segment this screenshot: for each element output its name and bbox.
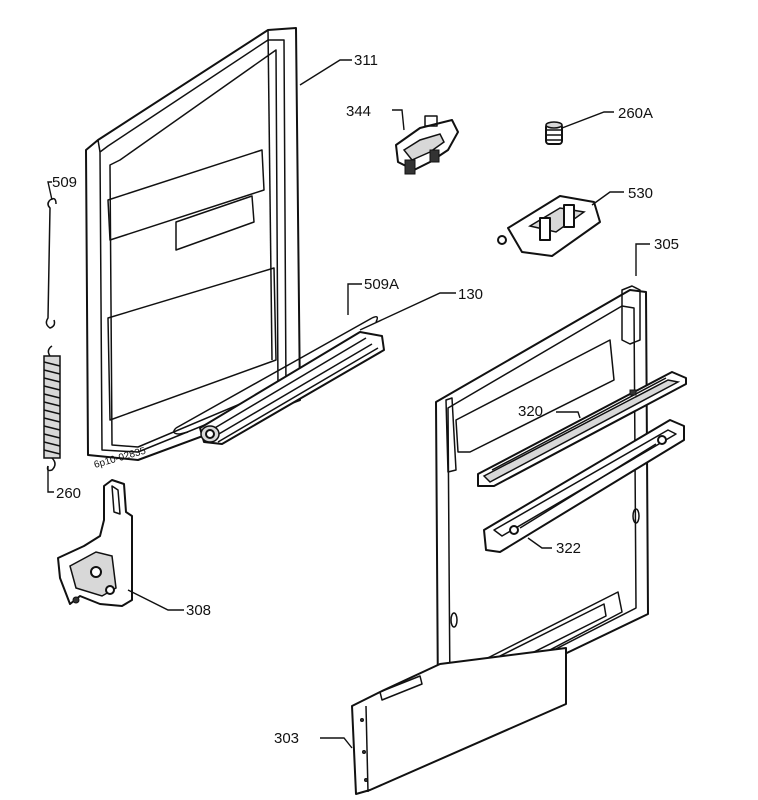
part-260a-bush [545, 121, 563, 145]
leader-lines [47, 59, 650, 749]
leader-308 [127, 589, 184, 611]
part-labels: 311 344 260A 530 305 509 509A 130 320 32… [52, 52, 679, 747]
leader-344 [392, 109, 405, 131]
part-320-rail [477, 371, 687, 487]
part-308-hinge [57, 479, 133, 607]
label-260: 260 [56, 485, 81, 502]
part-344-latch [395, 115, 459, 175]
leader-260a [561, 111, 614, 129]
label-344: 344 [346, 103, 371, 120]
label-305: 305 [654, 236, 679, 253]
leader-530 [591, 191, 624, 206]
label-311: 311 [354, 52, 378, 69]
part-530-bracket [497, 195, 601, 257]
leader-311 [299, 59, 352, 86]
part-322-rail [483, 419, 685, 553]
label-530: 530 [628, 185, 653, 202]
part-260-spring [43, 345, 61, 472]
part-130-profile [199, 331, 385, 445]
leader-509 [47, 181, 53, 201]
part-303-kickplate [351, 647, 567, 795]
leader-130 [359, 292, 456, 331]
part-509-hook [45, 197, 57, 329]
leader-303 [320, 737, 353, 749]
label-308: 308 [186, 602, 211, 619]
label-320: 320 [518, 403, 543, 420]
part-509a-rod [173, 315, 379, 435]
leader-260 [47, 466, 54, 493]
label-303: 303 [274, 730, 299, 747]
leader-509a [347, 283, 362, 315]
leader-322 [527, 537, 552, 549]
label-130: 130 [458, 286, 483, 303]
label-322: 322 [556, 540, 581, 557]
label-260a: 260A [618, 105, 653, 122]
leader-305 [635, 243, 650, 276]
label-509a: 509A [364, 276, 399, 293]
label-509: 509 [52, 174, 77, 191]
leader-320 [556, 411, 581, 419]
